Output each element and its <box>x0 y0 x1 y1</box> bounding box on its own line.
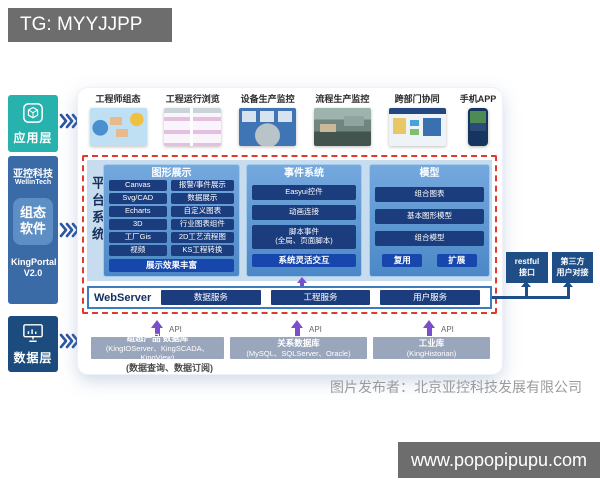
graphics-footer: 展示效果丰富 <box>109 259 234 272</box>
graphics-item: 2D工艺流程图 <box>170 232 235 243</box>
data-query-note: (数据查询、数据订阅) <box>126 363 213 373</box>
api-label: API <box>441 325 454 334</box>
graphics-item: Canvas <box>109 180 167 191</box>
app-cross-department: 跨部门协同 <box>387 92 447 146</box>
graphics-item: 数据展示 <box>170 193 235 204</box>
graphics-title: 图形展示 <box>151 168 192 179</box>
app-label: 设备生产监控 <box>240 94 295 104</box>
cube-icon <box>8 102 58 129</box>
app-label: 工程师组态 <box>95 94 141 104</box>
model-box: 模型 组合图表 基本图形模型 组合模型 复用 扩展 <box>369 164 490 277</box>
event-item: 脚本事件 (全局、页面脚本) <box>252 225 356 249</box>
engineering-service: 工程服务 <box>270 290 371 305</box>
graphics-items: Canvas 报警/事件展示 Svg/CAD 数据展示 Echarts 自定义图… <box>109 180 235 256</box>
api-label: API <box>309 325 322 334</box>
events-footer: 系统灵活交互 <box>252 254 356 267</box>
app-layer-label: 应用层 <box>13 131 53 145</box>
graphics-display-box: 图形展示 Canvas 报警/事件展示 Svg/CAD 数据展示 Echarts… <box>103 164 240 277</box>
webserver-row: WebServer 数据服务 工程服务 用户服务 <box>87 286 492 309</box>
model-item: 基本图形模型 <box>375 209 484 224</box>
company-name: 亚控科技 <box>13 169 53 180</box>
thumbnail-runtime-browse <box>164 108 222 146</box>
thumbnail-cross-department <box>388 108 446 146</box>
up-arrow-icon <box>297 277 307 287</box>
thumbnail-engineering-config <box>89 108 147 146</box>
model-item: 组合模型 <box>375 231 484 246</box>
config-software-box: 亚控科技 WellinTech 组态软件 KingPortal V2.0 <box>8 156 58 304</box>
event-item: Easyui控件 <box>252 185 356 200</box>
site-watermark: www.popopipupu.com <box>398 442 600 478</box>
tg-watermark: TG: MYYJJPP <box>8 8 172 42</box>
data-service: 数据服务 <box>161 290 261 305</box>
relational-db-box: 关系数据库 (MySQL、SQLServer、Oracle) <box>230 337 367 359</box>
event-system-box: 事件系统 Easyui控件 动画连接 脚本事件 (全局、页面脚本) 系统灵活交互 <box>246 164 362 277</box>
connector-line <box>525 286 528 298</box>
publisher-caption: 图片发布者：北京亚控科技发展有限公司 <box>330 379 582 395</box>
graphics-item: 工厂Gis <box>109 232 167 243</box>
webserver-label: WebServer <box>94 291 152 304</box>
thumbnail-device-monitor <box>239 108 297 146</box>
app-mobile: 手机APP <box>459 92 497 146</box>
graphics-item: Svg/CAD <box>109 193 167 204</box>
app-runtime-browse: 工程运行浏览 <box>163 92 223 146</box>
model-item: 组合图表 <box>375 187 484 202</box>
app-label: 工程运行浏览 <box>165 94 220 104</box>
graphics-item: 行业图表组件 <box>170 219 235 230</box>
models-title: 模型 <box>419 168 440 179</box>
api-arrow-icon <box>423 320 435 336</box>
graphics-item: 自定义图表 <box>170 206 235 217</box>
app-label: 流程生产监控 <box>315 94 370 104</box>
arrow-head-icon <box>563 281 573 287</box>
graphics-item: Echarts <box>109 206 167 217</box>
product-name: 组态软件 <box>13 198 53 245</box>
reuse-tag: 复用 <box>382 254 423 267</box>
company-name-en: WellinTech <box>14 179 52 186</box>
extend-tag: 扩展 <box>436 254 477 267</box>
api-arrow-icon <box>151 320 163 336</box>
api-arrow-icon <box>291 320 303 336</box>
thirdparty-user-box: 第三方用户对接 <box>552 252 593 283</box>
phone-screen <box>469 111 486 131</box>
config-products-db-box: 组态产品 数据库 (KingIOServer、KingSCADA、KingVie… <box>91 333 224 362</box>
event-item: 动画连接 <box>252 205 356 220</box>
app-engineering-config: 工程师组态 <box>88 92 148 146</box>
industrial-db-box: 工业库 (KingHistorian) <box>373 337 490 359</box>
application-row: 工程师组态 工程运行浏览 设备生产监控 流程生产监控 跨部门协同 手机APP <box>88 92 497 146</box>
platform-system-label: 平台系统 <box>90 176 105 244</box>
thumbnail-process-monitor <box>313 108 371 146</box>
product-version: KingPortal V2.0 <box>11 256 57 279</box>
connector-line <box>492 296 570 299</box>
graphics-item: 视频 <box>109 245 167 256</box>
model-buttons: 复用 扩展 <box>375 254 484 267</box>
app-process-monitor: 流程生产监控 <box>312 92 372 146</box>
app-label: 手机APP <box>459 94 497 104</box>
connector-line <box>567 286 570 298</box>
graphics-item: 报警/事件展示 <box>170 180 235 191</box>
data-layer-label: 数据层 <box>13 351 53 365</box>
graphics-item: 3D <box>109 219 167 230</box>
data-layer-box: 数据层 <box>8 316 58 372</box>
thumbnail-mobile-app <box>467 108 488 146</box>
monitor-chart-icon <box>8 323 58 349</box>
app-device-monitor: 设备生产监控 <box>238 92 298 146</box>
app-layer-box: 应用层 <box>8 95 58 152</box>
arrow-head-icon <box>521 281 531 287</box>
app-label: 跨部门协同 <box>394 94 440 104</box>
platform-red-frame <box>82 155 497 314</box>
events-title: 事件系统 <box>284 168 324 179</box>
api-label: API <box>169 325 182 334</box>
graphics-item: KS工程转换 <box>170 245 235 256</box>
user-service: 用户服务 <box>380 290 481 305</box>
